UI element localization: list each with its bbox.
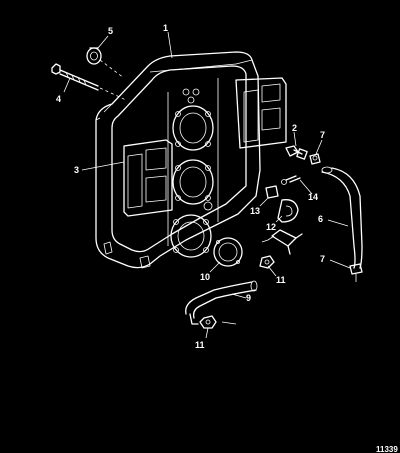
port-top xyxy=(172,105,214,151)
callout-11-upper: 11 xyxy=(276,275,286,285)
hose xyxy=(321,166,363,269)
figure-number: 11339 xyxy=(376,445,398,453)
elbow-fitting-bottom xyxy=(349,263,363,282)
callout-14: 14 xyxy=(308,192,318,202)
nut-upper xyxy=(259,255,275,269)
callout-7-top: 7 xyxy=(320,130,325,140)
leader-lines xyxy=(63,31,351,339)
callout-13: 13 xyxy=(250,206,260,216)
housing-assembly xyxy=(95,51,287,269)
elbow-fitting-top xyxy=(309,153,321,165)
fitting xyxy=(285,145,308,160)
tee-fitting xyxy=(261,229,303,255)
bolt xyxy=(51,63,127,101)
callout-10: 10 xyxy=(200,272,210,282)
callout-2: 2 xyxy=(292,123,297,133)
callout-11-lower: 11 xyxy=(195,340,205,350)
callout-3: 3 xyxy=(74,165,79,175)
callout-1: 1 xyxy=(163,23,168,33)
port-bottom xyxy=(170,214,212,258)
grommet xyxy=(86,47,125,79)
callout-7-bottom: 7 xyxy=(320,254,325,264)
clamp-bracket xyxy=(265,175,301,223)
lower-hose xyxy=(185,280,258,325)
gasket xyxy=(213,237,243,267)
callout-4: 4 xyxy=(56,94,61,104)
port-middle xyxy=(172,159,214,205)
callout-9: 9 xyxy=(246,293,251,303)
nut-lower xyxy=(199,315,217,329)
callout-5: 5 xyxy=(108,26,113,36)
callout-12: 12 xyxy=(266,222,276,232)
callout-6: 6 xyxy=(318,214,323,224)
